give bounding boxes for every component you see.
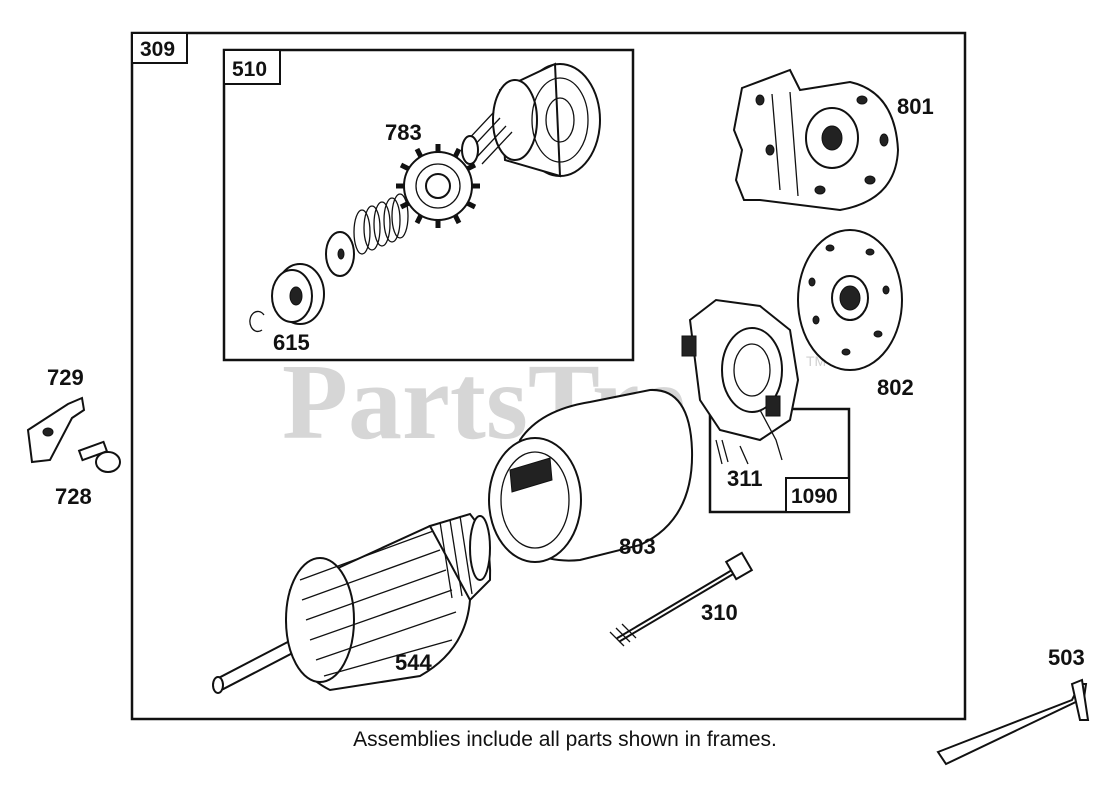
part-label-544: 544 <box>395 650 432 675</box>
end-plate-802-illustration <box>797 229 903 371</box>
diagram-caption: Assemblies include all parts shown in fr… <box>353 728 777 751</box>
frame-label-510: 510 <box>232 58 267 81</box>
frame-label-309: 309 <box>140 38 175 61</box>
bracket-729-illustration <box>26 396 86 464</box>
brush-holder-illustration <box>681 298 800 465</box>
drive-pinion-illustration <box>249 62 601 333</box>
armature-illustration <box>212 512 492 694</box>
part-label-310: 310 <box>701 600 738 625</box>
tool-503-illustration <box>936 678 1090 766</box>
frame-309: 309 <box>130 31 967 721</box>
end-plate-801-illustration <box>732 68 900 212</box>
part-label-783: 783 <box>385 120 422 145</box>
field-housing-illustration <box>488 388 694 563</box>
part-label-615: 615 <box>273 330 310 355</box>
part-label-801: 801 <box>897 94 934 119</box>
part-label-729: 729 <box>47 365 84 390</box>
part-label-728: 728 <box>55 484 92 509</box>
frame-510: 510 <box>222 48 635 362</box>
screw-728-illustration <box>77 440 121 473</box>
part-label-802: 802 <box>877 375 914 400</box>
part-label-311: 311 <box>727 466 763 491</box>
through-bolt-illustration <box>609 551 754 647</box>
leader-lines <box>721 439 729 463</box>
part-label-503: 503 <box>1048 645 1085 670</box>
frame-label-1090: 1090 <box>791 485 838 508</box>
part-label-803: 803 <box>619 534 656 559</box>
